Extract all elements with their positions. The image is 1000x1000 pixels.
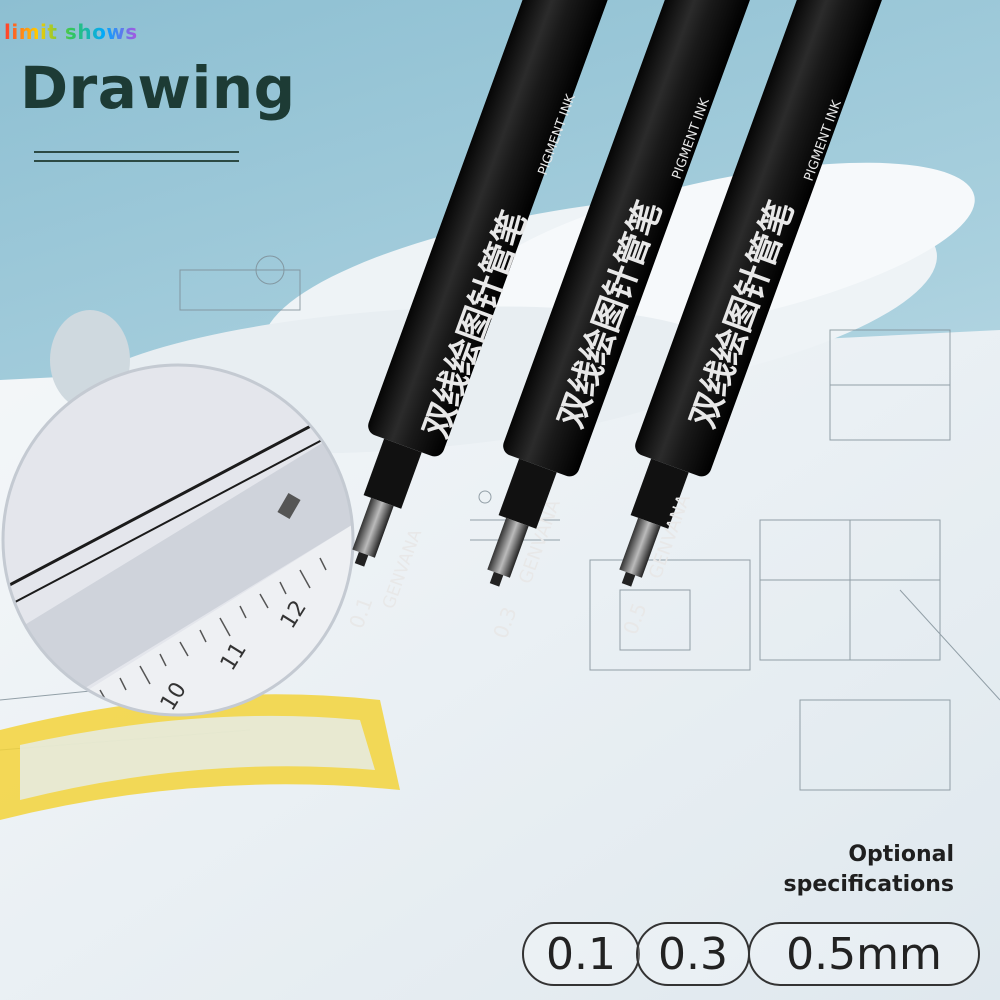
page-title: Drawing — [20, 54, 296, 122]
title-underline — [34, 151, 239, 153]
pen-0-1 — [352, 0, 630, 567]
pen-0-3 — [487, 0, 772, 587]
options-caption: Optional specifications — [784, 840, 954, 900]
options-caption-line1: Optional — [848, 842, 954, 867]
brand-watermark: limit shows — [4, 20, 138, 44]
spec-chip-0-3: 0.3 — [636, 922, 750, 986]
pen-0-5 — [619, 0, 904, 587]
title-underline — [34, 160, 239, 162]
spec-chip-0-1: 0.1 — [522, 922, 640, 986]
options-caption-line2: specifications — [783, 872, 954, 897]
spec-chip-0-5mm: 0.5mm — [748, 922, 980, 986]
magnifier-lens — [3, 365, 353, 715]
